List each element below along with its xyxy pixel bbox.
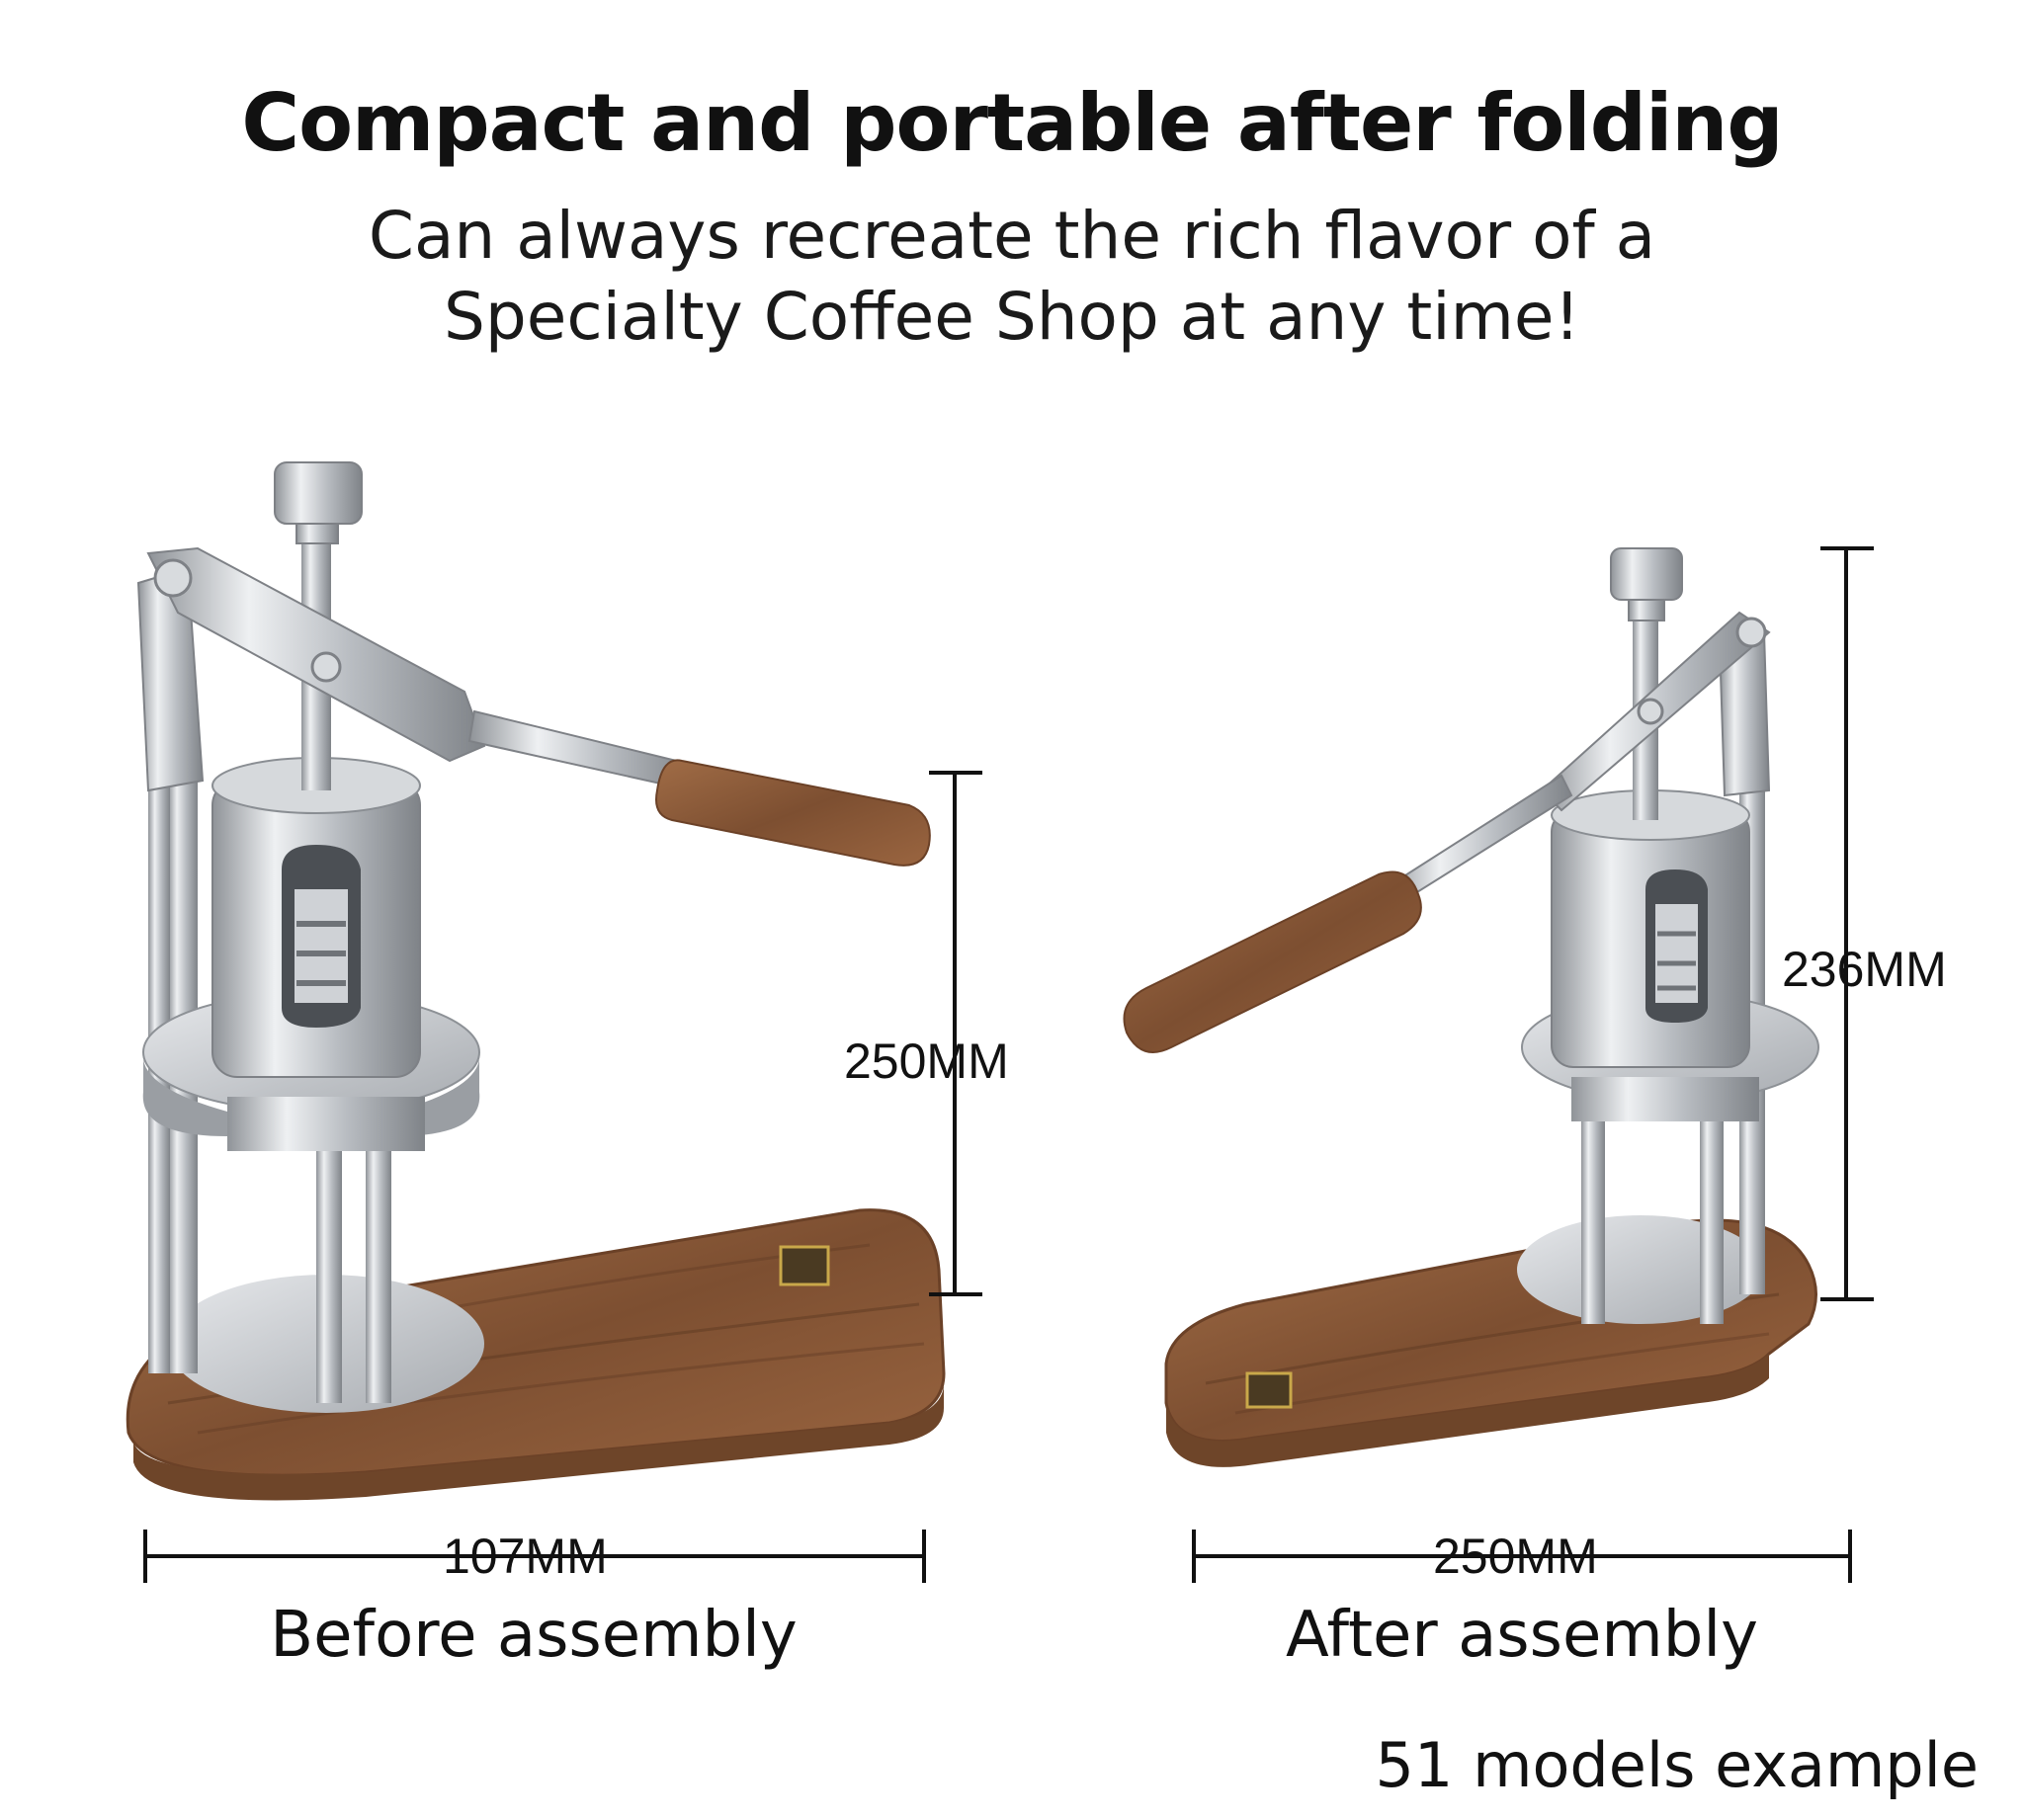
before-height-label: 250MM xyxy=(844,1034,1009,1089)
press-after-assembly xyxy=(1123,547,1819,1467)
after-assembly-caption: After assembly xyxy=(1286,1599,1758,1672)
dimension-lines xyxy=(143,546,1874,1583)
after-height-label: 236MM xyxy=(1782,942,1947,997)
before-width-label: 107MM xyxy=(443,1529,608,1584)
subheadline-line-1: Can always recreate the rich flavor of a xyxy=(368,198,1656,274)
before-assembly-caption: Before assembly xyxy=(270,1599,798,1672)
press-before-assembly xyxy=(126,461,946,1501)
after-width-label: 250MM xyxy=(1433,1529,1598,1584)
subheadline-line-2: Specialty Coffee Shop at any time! xyxy=(443,279,1580,355)
models-footnote: 51 models example xyxy=(1375,1729,1979,1801)
headline: Compact and portable after folding xyxy=(241,77,1783,169)
